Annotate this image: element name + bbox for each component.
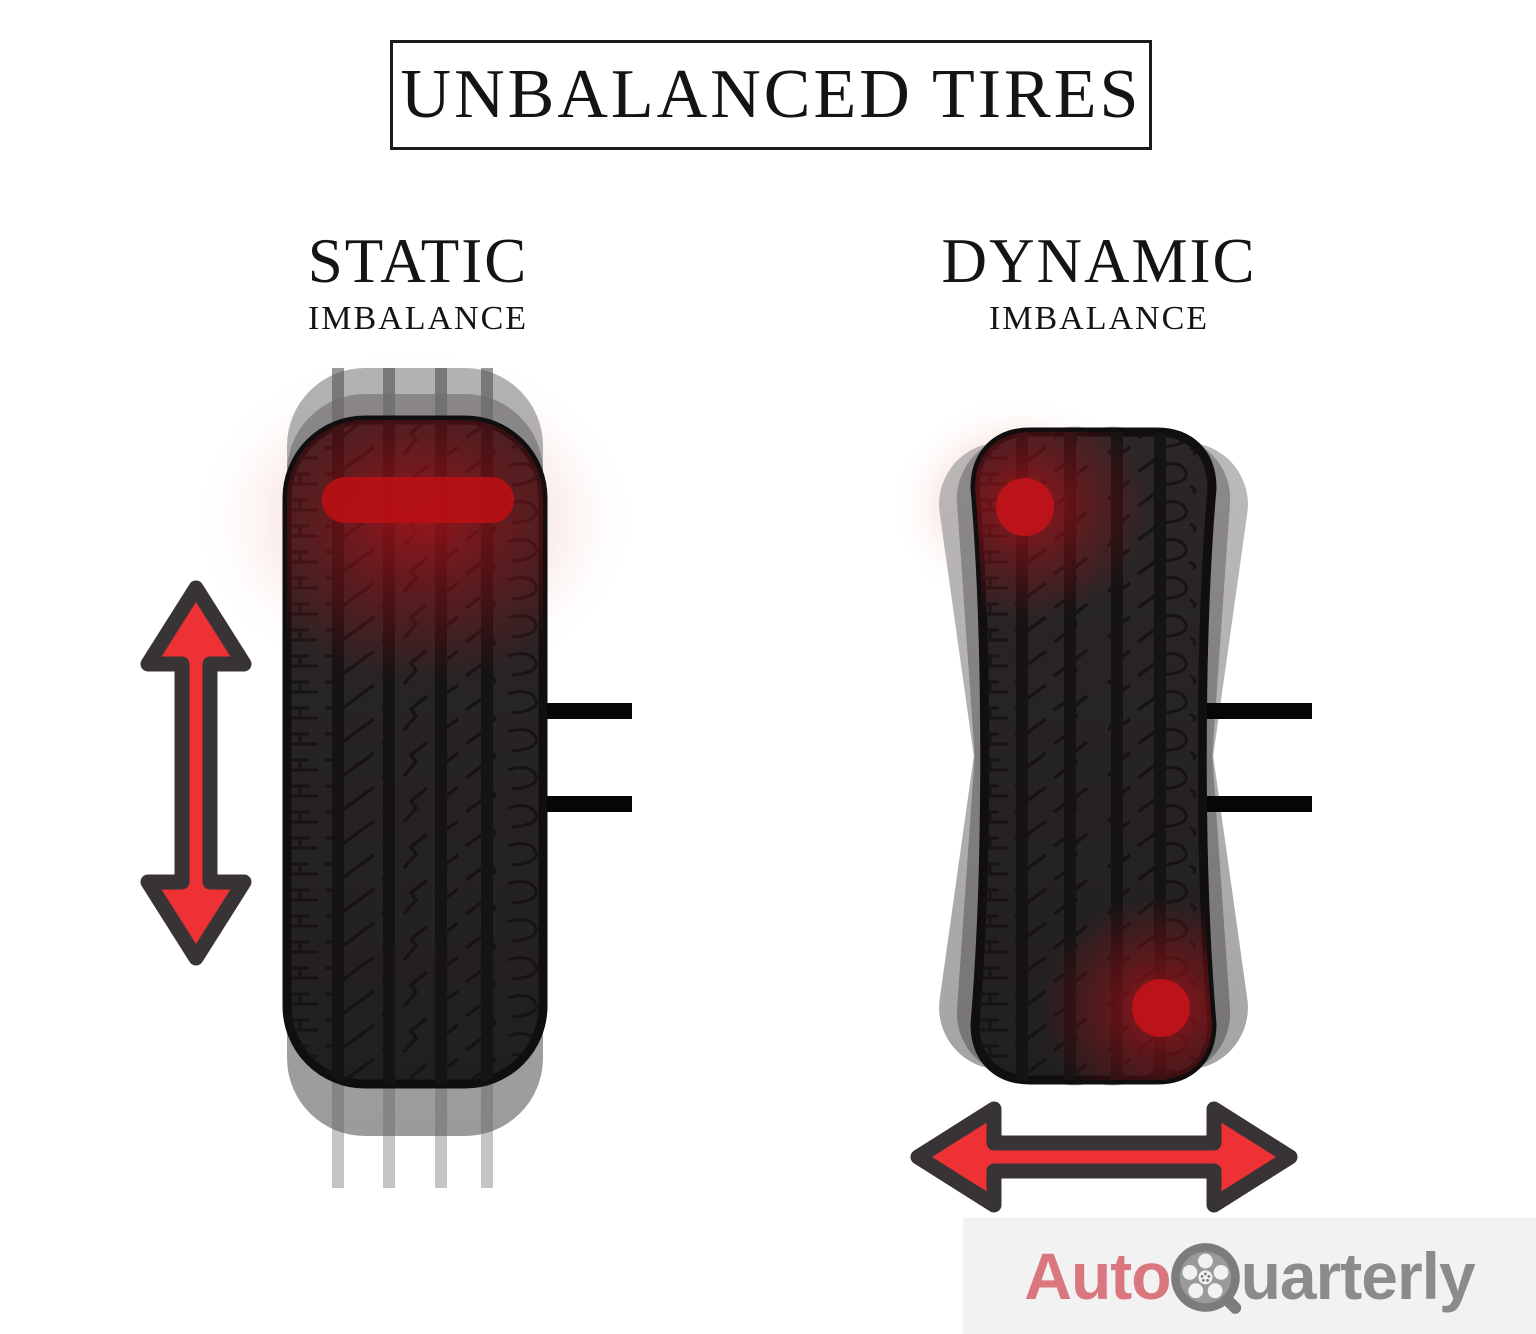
static-tire bbox=[282, 415, 548, 1089]
dynamic-axle bbox=[1205, 703, 1312, 812]
dynamic-tire bbox=[970, 427, 1217, 1085]
wheel-icon bbox=[1170, 1243, 1241, 1314]
dynamic-tire-figure bbox=[890, 395, 1312, 1213]
title-box: UNBALANCED TIRES bbox=[390, 40, 1152, 150]
heavy-spot-dot-bottom bbox=[1132, 979, 1190, 1037]
static-heading-sub: IMBALANCE bbox=[307, 300, 529, 337]
page-title: UNBALANCED TIRES bbox=[400, 56, 1142, 133]
dynamic-heading-sub: IMBALANCE bbox=[988, 300, 1210, 337]
static-tire-figure bbox=[140, 345, 640, 1188]
static-axle bbox=[528, 703, 632, 812]
up-down-arrow-icon bbox=[140, 580, 252, 966]
static-heading-main: STATIC bbox=[307, 226, 529, 296]
dynamic-heading: DYNAMIC IMBALANCE bbox=[918, 230, 1280, 336]
left-right-arrow-icon bbox=[910, 1101, 1298, 1213]
brand-logo: Auto uarterly bbox=[963, 1218, 1536, 1334]
logo-text-auto: Auto bbox=[1024, 1239, 1171, 1313]
static-heading: STATIC IMBALANCE bbox=[238, 230, 598, 336]
heavy-spot-dot-top bbox=[996, 478, 1054, 536]
dynamic-heading-main: DYNAMIC bbox=[941, 226, 1257, 296]
heavy-spot-strip bbox=[322, 477, 514, 523]
logo-text-uarterly: uarterly bbox=[1240, 1239, 1476, 1313]
